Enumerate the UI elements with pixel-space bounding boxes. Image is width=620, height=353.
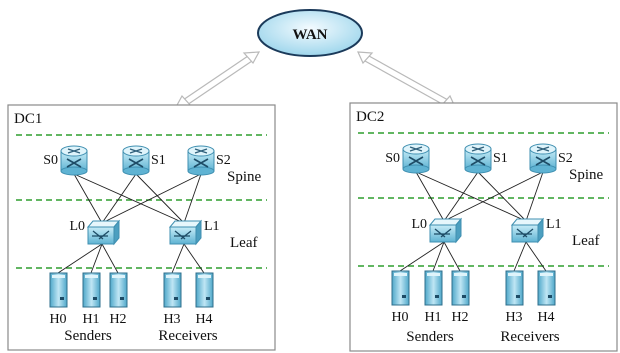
leaf-host-link: [432, 241, 445, 272]
leaf-host-link: [171, 243, 185, 274]
host-server-icon: [424, 270, 443, 306]
leaf-tier-label: Leaf: [572, 233, 599, 249]
spine-switch-icon: [60, 145, 88, 176]
host-label: H3: [505, 310, 522, 325]
leaf-host-link: [101, 243, 119, 274]
leaf-switch-icon: [510, 217, 545, 244]
spine-tier-label: Spine: [227, 169, 262, 185]
host-label: H0: [49, 312, 66, 327]
leaf-switch-label: L0: [411, 217, 427, 232]
receivers-label: Receivers: [500, 329, 559, 345]
senders-label: Senders: [64, 328, 112, 344]
wan-link-dc1: [174, 51, 261, 108]
leaf-tier-label: Leaf: [230, 235, 257, 251]
wan-label: WAN: [292, 27, 327, 43]
leaf-host-link: [525, 241, 547, 272]
spine-leaf-link: [183, 173, 202, 224]
host-server-icon: [49, 272, 68, 308]
spine-switch-label: S2: [216, 153, 231, 168]
spine-switch-icon: [122, 145, 150, 176]
host-label: H2: [109, 312, 126, 327]
spine-switch-label: S1: [493, 151, 508, 166]
spine-leaf-link: [525, 171, 544, 222]
leaf-switch-label: L0: [69, 219, 85, 234]
spine-leaf-link: [101, 173, 137, 224]
spine-switch-label: S1: [151, 153, 166, 168]
spine-switch-label: S0: [385, 151, 400, 166]
spine-switch-icon: [402, 143, 430, 174]
datacenter-label: DC2: [356, 109, 384, 125]
leaf-host-link: [90, 243, 103, 274]
datacenter-border: [7, 104, 276, 351]
host-label: H1: [82, 312, 99, 327]
spine-leaf-link: [415, 171, 527, 222]
host-server-icon: [505, 270, 524, 306]
host-label: H4: [537, 310, 554, 325]
leaf-host-link: [443, 241, 461, 272]
leaf-switch-icon: [168, 219, 203, 246]
spine-switch-icon: [187, 145, 215, 176]
spine-leaf-link: [443, 171, 479, 222]
host-server-icon: [109, 272, 128, 308]
host-server-icon: [391, 270, 410, 306]
spine-leaf-link: [443, 171, 544, 222]
leaf-switch-icon: [428, 217, 463, 244]
host-label: H0: [391, 310, 408, 325]
datacenter-label: DC1: [14, 111, 42, 127]
spine-switch-label: S2: [558, 151, 573, 166]
spine-switch-icon: [464, 143, 492, 174]
host-server-icon: [451, 270, 470, 306]
spine-leaf-link: [135, 173, 185, 224]
host-label: H3: [163, 312, 180, 327]
senders-label: Senders: [406, 329, 454, 345]
spine-switch-label: S0: [43, 153, 58, 168]
leaf-switch-label: L1: [204, 219, 220, 234]
host-label: H1: [424, 310, 441, 325]
leaf-host-link: [57, 243, 103, 274]
spine-leaf-link: [415, 171, 445, 222]
spine-leaf-link: [101, 173, 202, 224]
spine-leaf-link: [73, 173, 185, 224]
host-server-icon: [537, 270, 556, 306]
leaf-host-link: [513, 241, 527, 272]
host-server-icon: [195, 272, 214, 308]
wan-node: WAN: [257, 9, 363, 57]
datacenter-border: [349, 102, 618, 352]
spine-tier-label: Spine: [569, 167, 604, 183]
spine-leaf-link: [477, 171, 527, 222]
host-label: H4: [195, 312, 212, 327]
spine-leaf-link: [73, 173, 103, 224]
receivers-label: Receivers: [158, 328, 217, 344]
leaf-switch-icon: [86, 219, 121, 246]
leaf-switch-label: L1: [546, 217, 562, 232]
host-server-icon: [163, 272, 182, 308]
leaf-host-link: [183, 243, 205, 274]
leaf-host-link: [399, 241, 445, 272]
wan-link-dc2: [357, 51, 456, 108]
host-label: H2: [451, 310, 468, 325]
host-server-icon: [82, 272, 101, 308]
spine-switch-icon: [529, 143, 557, 174]
